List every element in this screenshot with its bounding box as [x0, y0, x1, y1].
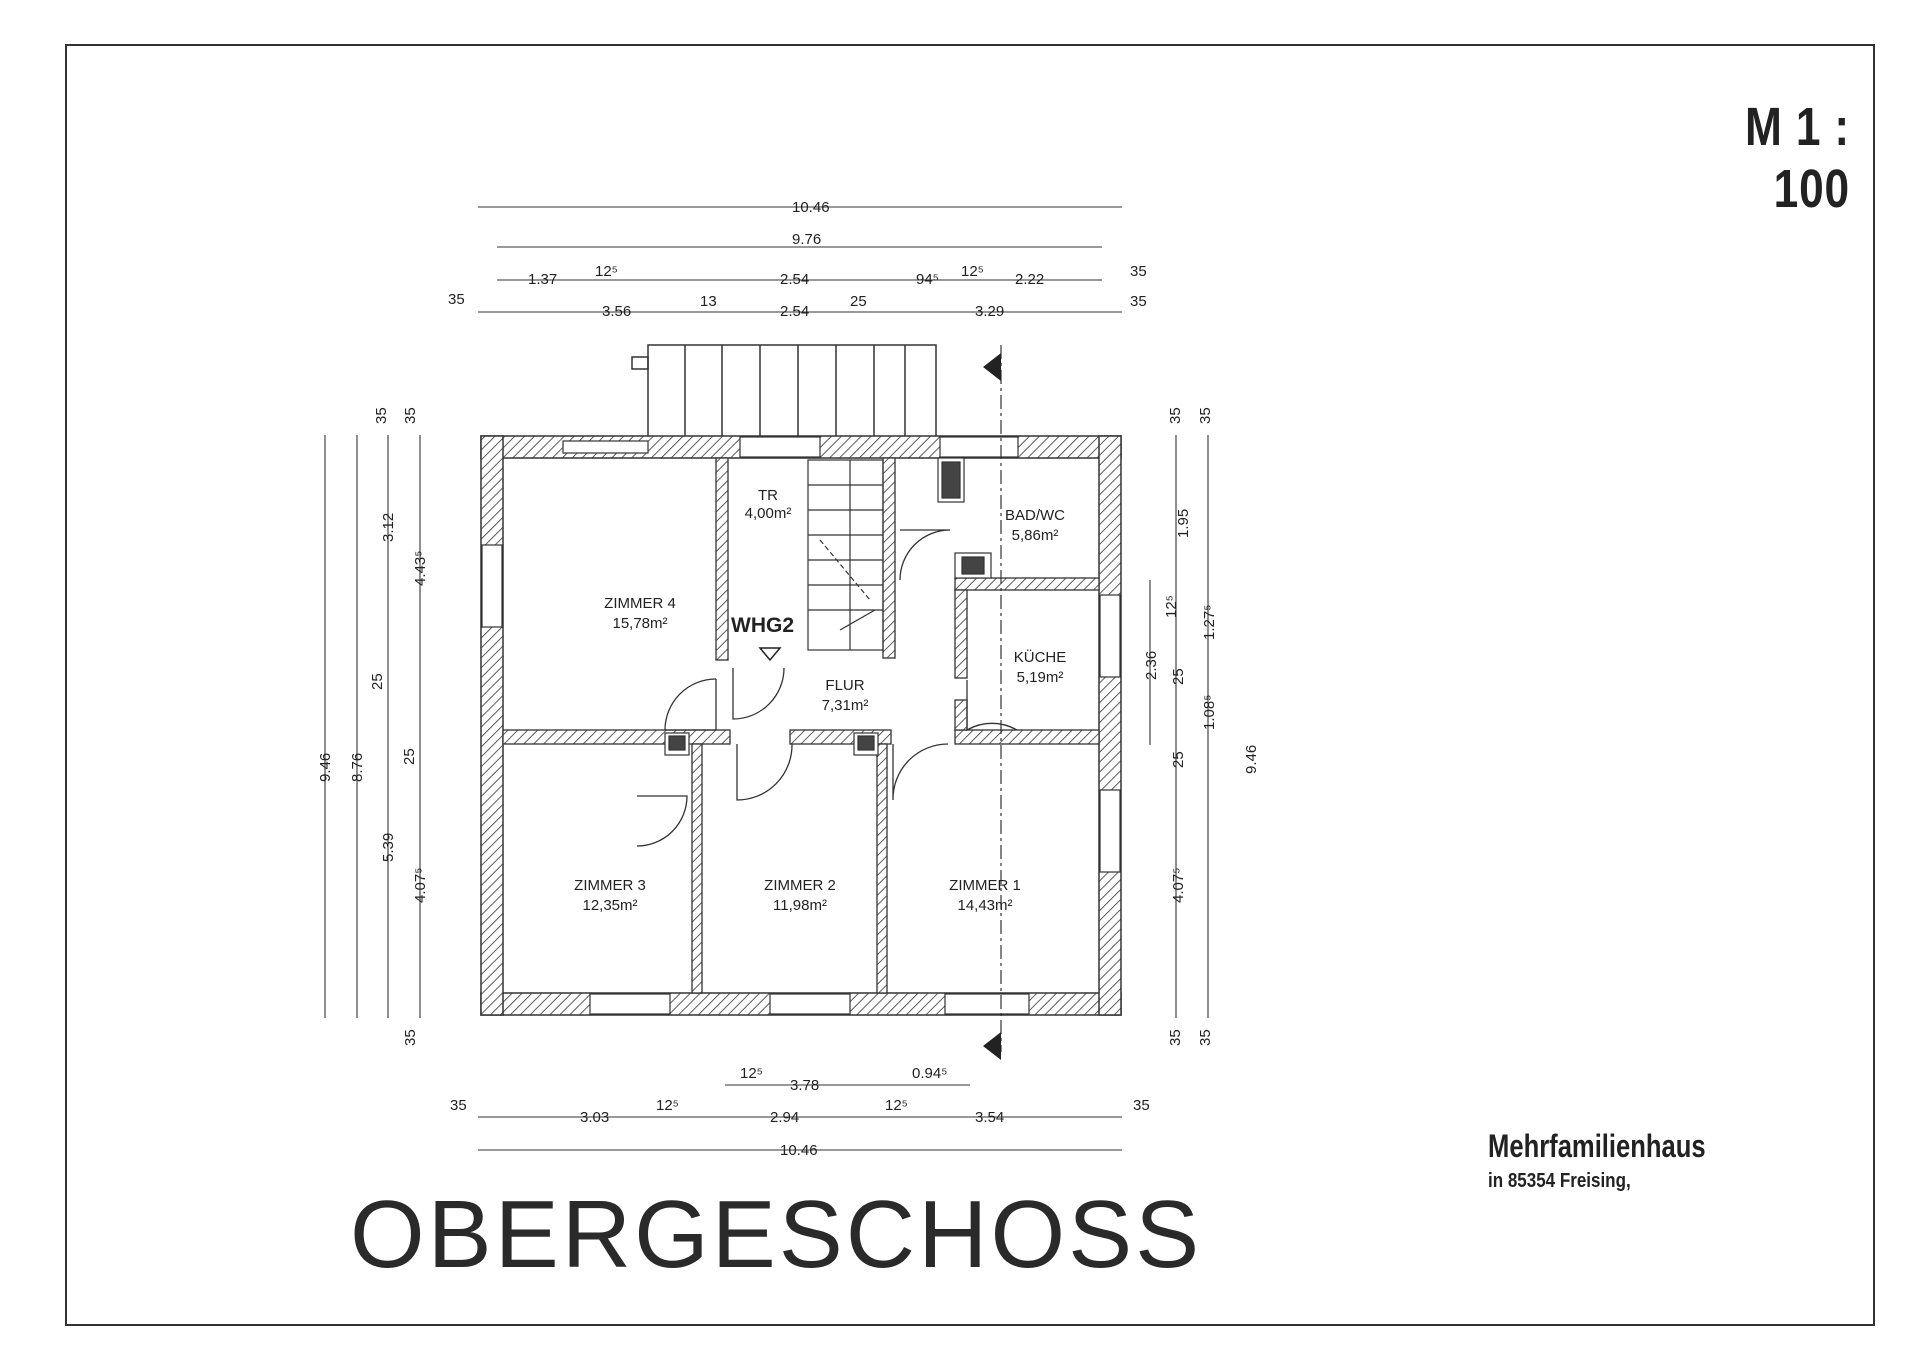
dim-top-overall: 10.46: [792, 199, 830, 216]
dim-right-7: 25: [1170, 668, 1187, 685]
dim-right-6: 2.36: [1143, 651, 1160, 680]
dim-left-10: 4.07⁵: [412, 868, 429, 903]
staircase: [807, 459, 884, 651]
dim-bottom-row2-6: 3.54: [975, 1109, 1004, 1126]
dim-top-row3-4: 94⁵: [916, 271, 939, 288]
dim-bottom-row2-4: 2.94: [770, 1109, 799, 1126]
dim-left-7: 9.46: [317, 753, 334, 782]
room-area-kueche: 5,19m²: [1017, 669, 1064, 686]
room-area-zimmer1: 14,43m²: [957, 897, 1012, 914]
project-location: in 85354 Freising,: [1488, 1170, 1631, 1192]
dimension-lines: [324, 206, 1209, 1151]
dim-right-12: 35: [1167, 1029, 1184, 1046]
dim-right-10: 9.46: [1243, 745, 1260, 774]
dim-left-9: 5.39: [380, 833, 397, 862]
section-line: [983, 345, 1002, 1060]
room-area-zimmer2: 11,98m²: [773, 897, 827, 914]
room-area-zimmer4: 15,78m²: [612, 615, 667, 632]
dim-top-row4-6: 3.29: [975, 303, 1004, 320]
room-name-zimmer1: ZIMMER 1: [949, 877, 1021, 894]
dim-left-4: 4.43⁵: [412, 551, 429, 586]
project-title: Mehrfamilienhaus: [1488, 1128, 1706, 1164]
room-area-tr: 4,00m²: [745, 505, 792, 522]
room-name-kueche: KÜCHE: [1014, 648, 1067, 666]
dim-bottom-row2-1: 35: [450, 1097, 467, 1114]
dim-right-4: 12⁵: [1163, 595, 1180, 618]
dim-top-row3-1: 1.37: [528, 271, 557, 288]
dimension-texts: 10.46 9.76 1.37 12⁵ 2.54 94⁵ 12⁵ 2.22 35…: [317, 199, 1260, 1159]
dim-bottom-row2-3: 12⁵: [656, 1097, 679, 1114]
room-name-zimmer3: ZIMMER 3: [574, 877, 646, 894]
dim-top-inner: 9.76: [792, 231, 821, 248]
room-name-zimmer4: ZIMMER 4: [604, 595, 676, 612]
entrance-arrow-icon: [758, 647, 782, 662]
doors: [636, 529, 1018, 847]
dim-top-row4-5: 25: [850, 293, 867, 310]
shafts: [664, 457, 992, 756]
dim-right-2: 35: [1197, 407, 1214, 424]
dim-right-5: 1.27⁵: [1201, 605, 1218, 640]
room-name-flur: FLUR: [825, 677, 864, 694]
dim-bottom-row2-7: 35: [1133, 1097, 1150, 1114]
scale-label: M 1 : 100: [1745, 97, 1850, 219]
dim-top-row3-5: 12⁵: [961, 263, 984, 280]
dim-bottom-overall: 10.46: [780, 1142, 818, 1159]
dim-left-11: 35: [402, 1029, 419, 1046]
room-area-flur: 7,31m²: [822, 697, 869, 714]
dim-bottom-row2-2: 3.03: [580, 1109, 609, 1126]
dim-top-row4-3: 13: [700, 293, 717, 310]
room-area-bad: 5,86m²: [1012, 527, 1059, 544]
dim-right-1: 35: [1167, 407, 1184, 424]
room-name-bad: BAD/WC: [1005, 507, 1065, 524]
room-name-tr: TR: [758, 487, 778, 504]
dim-bottom-row1-3: 0.94⁵: [912, 1065, 947, 1082]
dim-right-8: 1.08⁵: [1201, 695, 1218, 730]
dim-top-row3-3: 2.54: [780, 271, 809, 288]
room-name-zimmer2: ZIMMER 2: [764, 877, 836, 894]
dim-right-9: 25: [1170, 751, 1187, 768]
dim-left-6: 25: [401, 748, 418, 765]
apartment-tag: WHG2: [731, 614, 794, 637]
dim-top-row4-4: 2.54: [780, 303, 809, 320]
dim-bottom-row2-5: 12⁵: [885, 1097, 908, 1114]
drawing-frame: [65, 44, 1875, 1326]
dim-top-row3-7: 35: [1130, 263, 1147, 280]
dim-left-8: 8.76: [349, 753, 366, 782]
dim-bottom-row1-1: 12⁵: [740, 1065, 763, 1082]
dim-top-row3-2: 12⁵: [595, 263, 618, 280]
room-labels: ZIMMER 4 15,78m² TR 4,00m² BAD/WC 5,86m²…: [574, 487, 1066, 914]
dim-top-row4-2: 3.56: [602, 303, 631, 320]
dim-left-3: 3.12: [380, 513, 397, 542]
dim-right-3: 1.95: [1175, 509, 1192, 538]
balcony: [631, 344, 937, 442]
dim-left-1: 35: [373, 407, 390, 424]
dim-left-2: 35: [402, 407, 419, 424]
dim-top-row3-6: 2.22: [1015, 271, 1044, 288]
dim-left-5: 25: [369, 673, 386, 690]
room-area-zimmer3: 12,35m²: [582, 897, 637, 914]
dim-right-11: 4.07⁵: [1170, 868, 1187, 903]
floor-title: OBERGESCHOSS: [350, 1181, 1203, 1288]
windows: [481, 436, 1121, 1015]
dim-top-row4-1: 35: [448, 291, 465, 308]
dim-right-13: 35: [1197, 1029, 1214, 1046]
dim-top-row4-7: 35: [1130, 293, 1147, 310]
dim-bottom-row1-2: 3.78: [790, 1077, 819, 1094]
